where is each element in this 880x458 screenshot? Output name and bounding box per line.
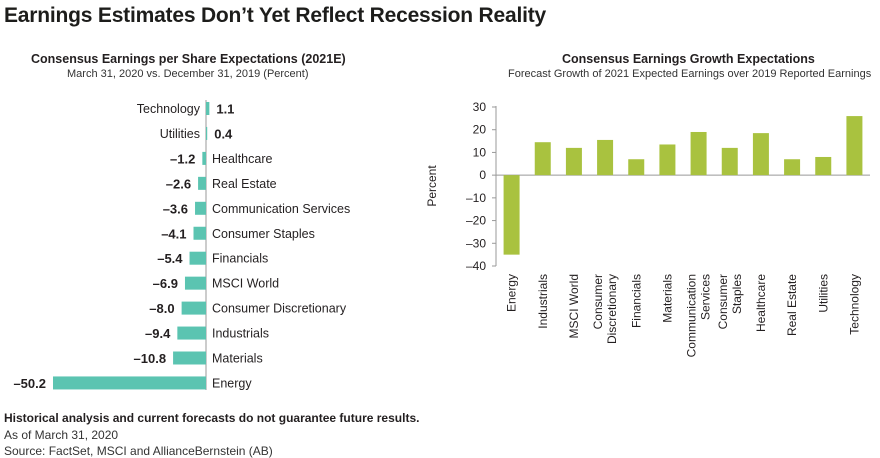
value-label: 1.1 (216, 102, 234, 117)
y-tick-label: –20 (466, 214, 486, 228)
bar-consumer-staples (721, 147, 738, 176)
x-tick-label: Technology (847, 274, 861, 335)
bar-technology (846, 116, 863, 176)
x-tick-label: Staples (730, 274, 744, 314)
bar-real-estate (198, 176, 206, 190)
y-tick-label: 10 (473, 145, 487, 159)
x-tick-label: Communication (685, 274, 699, 357)
category-label: Consumer Staples (212, 227, 315, 241)
y-tick-label: 0 (479, 168, 486, 182)
category-label: Healthcare (212, 152, 272, 166)
bar-energy (503, 175, 520, 255)
value-label: –4.1 (161, 226, 186, 241)
x-tick-label: Consumer (716, 274, 730, 329)
x-tick-label: Industrials (536, 274, 550, 329)
value-label: –3.6 (163, 201, 188, 216)
category-label: Materials (212, 352, 263, 366)
category-label: Real Estate (212, 177, 277, 191)
y-axis-label: Percent (425, 165, 439, 207)
category-label: MSCI World (212, 277, 279, 291)
bar-communication-services (690, 131, 707, 176)
value-label: –10.8 (134, 351, 167, 366)
category-label: Technology (137, 102, 201, 116)
value-label: –9.4 (145, 326, 171, 341)
category-label: Consumer Discretionary (212, 302, 347, 316)
left-chart-title: Consensus Earnings per Share Expectation… (31, 52, 346, 66)
x-tick-label: Consumer (591, 274, 605, 329)
category-label: Industrials (212, 327, 269, 341)
bar-utilities (815, 156, 832, 176)
x-tick-label: MSCI World (567, 274, 581, 338)
category-label: Utilities (160, 127, 200, 141)
right-chart-subtitle: Forecast Growth of 2021 Expected Earning… (508, 68, 872, 80)
bar-real-estate (784, 159, 801, 176)
bar-communication-services (195, 201, 206, 215)
as-of-date: As of March 31, 2020 (4, 428, 119, 442)
left-chart-subtitle: March 31, 2020 vs. December 31, 2019 (Pe… (67, 68, 309, 80)
bar-consumer-discretionary (597, 139, 614, 176)
category-label: Energy (212, 376, 252, 390)
x-tick-label: Energy (505, 274, 519, 312)
bar-consumer-discretionary (181, 301, 206, 315)
bar-financials (189, 251, 206, 265)
value-label: –6.9 (153, 276, 178, 291)
value-label: –5.4 (157, 251, 183, 266)
category-label: Communication Services (212, 202, 350, 216)
footnote-disclaimer: Historical analysis and current forecast… (4, 411, 420, 425)
value-label: 0.4 (214, 126, 233, 141)
bar-industrials (177, 326, 206, 340)
bar-technology (206, 102, 210, 115)
y-tick-label: –40 (466, 259, 486, 273)
bar-healthcare (752, 133, 769, 176)
value-label: –50.2 (13, 376, 46, 391)
source-note: Source: FactSet, MSCI and AllianceBernst… (4, 444, 273, 458)
y-tick-label: 30 (473, 100, 487, 114)
bar-materials (173, 351, 206, 365)
x-tick-label: Utilities (816, 274, 830, 313)
x-tick-label: Real Estate (785, 274, 799, 336)
x-tick-label: Financials (629, 274, 643, 328)
x-tick-label: Discretionary (605, 274, 619, 344)
bar-healthcare (202, 151, 206, 165)
bar-msci-world (565, 147, 582, 176)
value-label: –8.0 (149, 301, 174, 316)
page-title: Earnings Estimates Don’t Yet Reflect Rec… (4, 4, 547, 27)
value-label: –1.2 (170, 151, 195, 166)
x-tick-label: Healthcare (754, 274, 768, 332)
y-tick-label: 20 (473, 123, 487, 137)
category-label: Financials (212, 252, 268, 266)
y-tick-label: –30 (466, 236, 486, 250)
bar-materials (659, 144, 676, 176)
bar-msci-world (184, 276, 206, 290)
x-tick-label: Services (699, 274, 713, 320)
y-tick-label: –10 (466, 191, 486, 205)
value-label: –2.6 (166, 176, 191, 191)
right-chart-title: Consensus Earnings Growth Expectations (562, 52, 815, 66)
bar-energy (53, 376, 206, 390)
bar-financials (628, 159, 645, 176)
bar-utilities (206, 126, 208, 140)
x-tick-label: Materials (660, 274, 674, 323)
bar-consumer-staples (193, 226, 206, 240)
bar-industrials (534, 142, 551, 176)
